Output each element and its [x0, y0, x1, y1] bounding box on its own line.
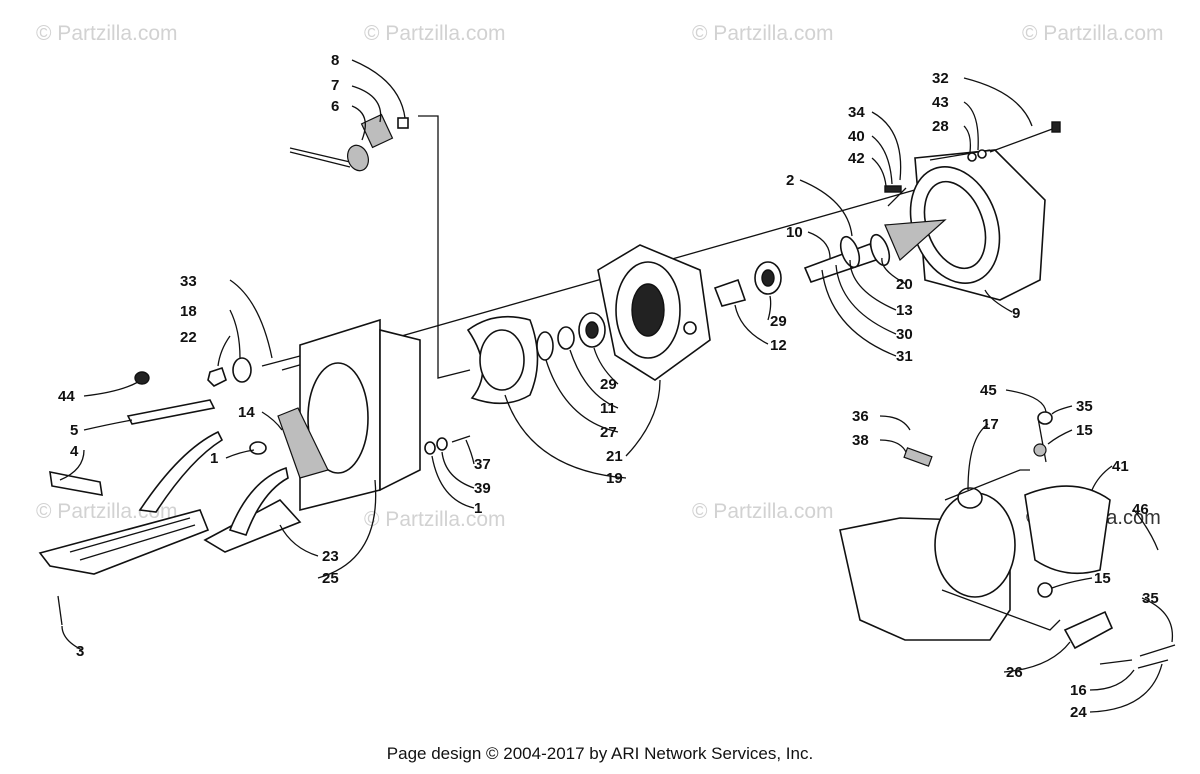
ride-plate	[38, 371, 302, 626]
callout-40: 40	[848, 128, 865, 145]
stud-nut	[207, 355, 301, 387]
callout-30: 30	[896, 326, 913, 343]
callout-46: 46	[1132, 501, 1149, 518]
leader-lines	[59, 59, 1174, 713]
callout-43: 43	[932, 94, 949, 111]
watermark: © Partzilla.com	[36, 22, 178, 45]
callout-32: 32	[932, 70, 949, 87]
callout-39: 39	[474, 480, 491, 497]
callout-37: 37	[474, 456, 491, 473]
callout-11: 11	[600, 400, 616, 417]
bolt-washer	[424, 435, 471, 455]
seal-rings	[536, 312, 606, 361]
callout-14: 14	[238, 404, 255, 421]
impeller	[466, 315, 539, 405]
callout-1: 1	[210, 450, 218, 467]
watermark: © Partzilla.com	[364, 508, 506, 531]
steering-nozzle-assembly	[839, 411, 1176, 669]
callout-5: 5	[70, 422, 78, 439]
callout-2: 2	[786, 172, 794, 189]
ride-plate-adapter	[277, 318, 421, 512]
callout-15: 15	[1076, 422, 1093, 439]
callout-29: 29	[600, 376, 617, 393]
callout-27: 27	[600, 424, 617, 441]
callout-35: 35	[1142, 590, 1159, 607]
callout-13: 13	[896, 302, 913, 319]
long-bolt	[967, 121, 1061, 162]
impeller-shaft	[803, 233, 891, 283]
callout-41: 41	[1112, 458, 1129, 475]
callout-10: 10	[786, 224, 803, 241]
callout-31: 31	[896, 348, 913, 365]
page-footer: Page design © 2004-2017 by ARI Network S…	[386, 744, 814, 763]
callout-42: 42	[848, 150, 865, 167]
watermark: © Partzilla.com	[692, 22, 834, 45]
callout-34: 34	[848, 104, 865, 121]
steering-cable	[289, 113, 409, 172]
nozzle-cone	[884, 185, 947, 262]
watermark: © Partzilla.com	[1022, 22, 1164, 45]
callout-38: 38	[852, 432, 869, 449]
callout-1: 1	[474, 500, 482, 517]
callout-35: 35	[1076, 398, 1093, 415]
jet-pump-housing	[909, 149, 1046, 301]
cable-leader-line	[418, 115, 471, 379]
callout-8: 8	[331, 52, 339, 69]
callout-3: 3	[76, 643, 84, 660]
callout-4: 4	[70, 443, 79, 460]
callout-17: 17	[982, 416, 999, 433]
stator-housing	[597, 244, 711, 381]
callout-26: 26	[1006, 664, 1023, 681]
callout-22: 22	[180, 329, 197, 346]
callout-16: 16	[1070, 682, 1087, 699]
callout-45: 45	[980, 382, 997, 399]
callout-7: 7	[331, 77, 339, 94]
callout-28: 28	[932, 118, 949, 135]
callout-6: 6	[331, 98, 339, 115]
callout-33: 33	[180, 273, 197, 290]
callout-29: 29	[770, 313, 787, 330]
callout-23: 23	[322, 548, 339, 565]
callout-9: 9	[1012, 305, 1020, 322]
callout-labels: 8 7 6 32 43 28 34 40 42 2 10 20 13 30 31…	[58, 52, 1159, 721]
callout-44: 44	[58, 388, 75, 405]
callout-36: 36	[852, 408, 869, 425]
callout-20: 20	[896, 276, 913, 293]
callout-15: 15	[1094, 570, 1111, 587]
callout-18: 18	[180, 303, 197, 320]
callout-24: 24	[1070, 704, 1087, 721]
callout-25: 25	[322, 570, 339, 587]
callout-19: 19	[606, 470, 623, 487]
callout-12: 12	[770, 337, 787, 354]
bearing-spacer	[713, 261, 782, 307]
watermark: © Partzilla.com	[692, 500, 834, 523]
callout-21: 21	[606, 448, 623, 465]
watermark: © Partzilla.com	[364, 22, 506, 45]
parts-diagram: © Partzilla.com © Partzilla.com © Partzi…	[36, 22, 1176, 721]
